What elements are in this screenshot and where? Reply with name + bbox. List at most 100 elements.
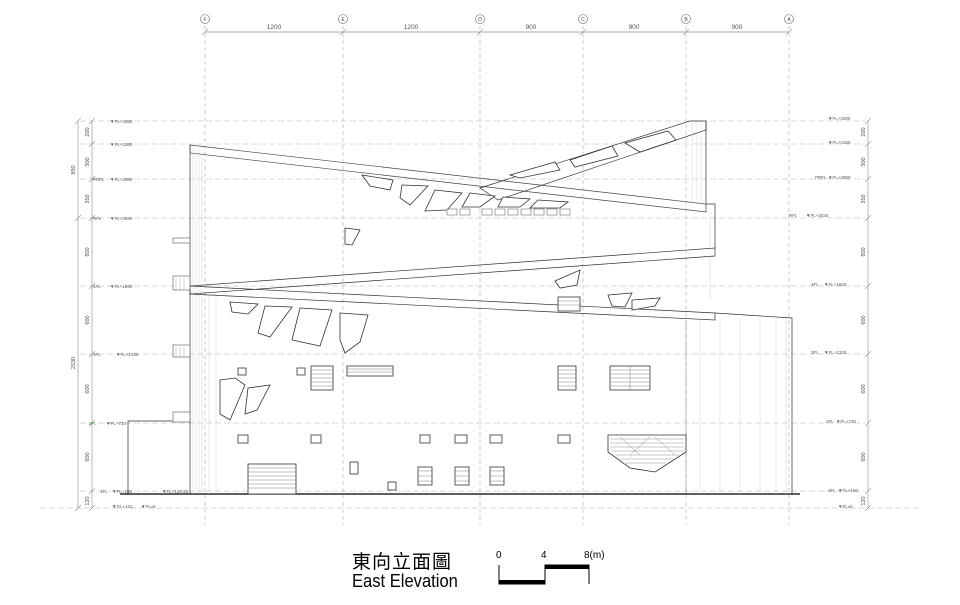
louver-strip: [446, 208, 571, 216]
level-name: PRFL: [93, 177, 105, 182]
scale-label-8: 8(m): [584, 550, 605, 561]
window: [349, 461, 359, 475]
grid-bubble-f: [200, 14, 210, 24]
grid-bubble-d: [475, 14, 485, 24]
level-name: 1FL: [828, 488, 836, 493]
opening: [631, 297, 661, 311]
dim-text: 2530: [71, 357, 77, 369]
middle-band: [189, 247, 716, 295]
window: [387, 481, 397, 491]
level-value: ▼FL+3380: [828, 116, 851, 121]
opening: [399, 184, 429, 206]
level-value: ▼FL±0: [838, 504, 853, 509]
level-value: ▼FL+3380: [110, 119, 133, 124]
level-value: ▼FL+3180: [110, 142, 133, 147]
grid-axes: [201, 26, 793, 525]
right-lower-edge: [714, 312, 793, 494]
right-level-labels: ▼FL+3380 ▼FL+3180 PRFL ▼FL+2880 RFL ▼FL+…: [789, 116, 858, 509]
level-name: 1FL: [100, 489, 108, 494]
level-aux: ▼FL±0: [141, 504, 156, 509]
window: [557, 434, 571, 444]
top-dimension: 1200: [267, 24, 282, 31]
opening: [569, 145, 619, 168]
top-dimension: 900: [629, 24, 640, 31]
scale-bar: [498, 564, 590, 585]
level-name: 3FL: [93, 352, 101, 357]
dim-text: 200: [861, 127, 867, 136]
level-name: RFL: [789, 213, 798, 218]
level-value: ▼FL+1330: [116, 352, 139, 357]
opening: [344, 227, 361, 246]
opening: [461, 192, 497, 208]
opening: [219, 377, 246, 421]
facade-siding: [192, 122, 787, 494]
opening: [257, 305, 293, 338]
grid-label-b: B: [684, 17, 688, 23]
scale-label-0: 0: [496, 550, 502, 561]
top-dimension: 900: [732, 24, 743, 31]
window: [310, 434, 322, 444]
window: [557, 296, 581, 312]
level-value: ▼FL+2530: [806, 213, 829, 218]
level-value: ▼FL+730: [106, 421, 126, 426]
level-name: 2FL: [89, 421, 97, 426]
dim-text: 300: [861, 157, 867, 166]
grid-bubble-e: [338, 14, 348, 24]
drawing-title-zh: 東向立面圖: [352, 551, 453, 573]
opening: [508, 161, 561, 179]
level-name: 4FL: [93, 284, 101, 289]
window: [419, 434, 431, 444]
opening: [339, 312, 369, 354]
level-value: ▼FL+1830: [110, 284, 133, 289]
opening: [497, 196, 532, 208]
balcony: [172, 344, 191, 358]
scale-label-4: 4: [541, 550, 547, 561]
dim-text: 600: [861, 315, 867, 324]
grid-bubbles: [200, 14, 794, 24]
left-dimension-texts: 850 2530 200 300 350 800 600 600 600 120: [71, 127, 91, 505]
opening: [361, 174, 394, 191]
grid-bubble-b: [681, 14, 691, 24]
level-value: ▼FL+1830: [824, 282, 847, 287]
building-elevation: [120, 120, 800, 495]
hex-screen: [607, 434, 687, 473]
opening: [424, 189, 463, 212]
louver-hatching: [248, 300, 650, 489]
scale-labels: 0 4 8(m): [496, 550, 605, 561]
window: [454, 434, 468, 444]
window: [346, 365, 394, 377]
level-name: 4FL: [811, 282, 819, 287]
dim-text: 600: [85, 315, 91, 324]
dim-text: 200: [85, 127, 91, 136]
lower-openings: [219, 292, 661, 421]
left-level-labels: ▼FL+3380 ▼FL+3180 PRFL ▼FL+2880 RFL ▼FL+…: [89, 119, 189, 509]
grid-label-d: D: [478, 17, 482, 23]
dim-text: 850: [71, 165, 77, 174]
balcony: [172, 237, 191, 244]
dim-text: 600: [85, 452, 91, 461]
dim-text: 300: [85, 157, 91, 166]
opening: [229, 301, 259, 315]
level-value: ▼FL+1330: [824, 350, 847, 355]
level-value: ▼FL+2880: [110, 177, 133, 182]
dim-text: 350: [861, 194, 867, 203]
balcony-rails: [175, 278, 185, 357]
top-dimensions: 1200 1200 900 900 900: [267, 24, 743, 31]
dim-text: 350: [85, 194, 91, 203]
upper-slab: [189, 144, 707, 213]
level-value: ▼FL+730: [836, 419, 856, 424]
opening: [607, 292, 633, 308]
grid-label-e: E: [341, 17, 345, 23]
opening: [291, 307, 333, 347]
grid-bubble-a: [784, 14, 794, 24]
level-value: ▼FL+159: [112, 489, 132, 494]
grid-label-a: A: [787, 17, 791, 23]
right-tower-edge: [705, 121, 716, 248]
opening: [623, 130, 677, 153]
window: [296, 367, 306, 376]
lower-slab: [189, 285, 716, 321]
level-name: 2FL: [826, 419, 834, 424]
opening: [244, 384, 271, 415]
